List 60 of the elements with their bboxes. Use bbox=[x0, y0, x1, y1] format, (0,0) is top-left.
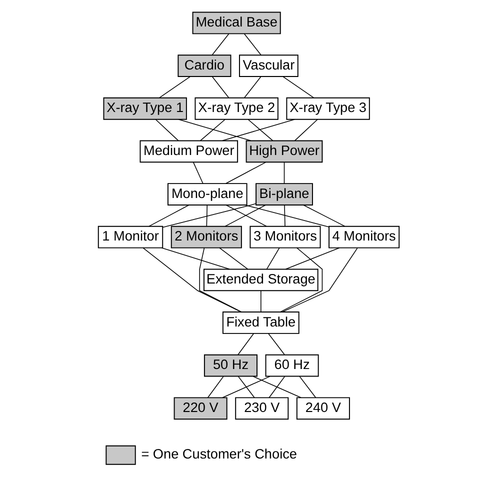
connector bbox=[212, 33, 230, 56]
node-box: 50 Hz bbox=[204, 354, 258, 377]
connector bbox=[284, 204, 286, 227]
connector bbox=[222, 376, 270, 398]
connector bbox=[244, 76, 262, 98]
connector bbox=[162, 203, 256, 228]
connector bbox=[280, 248, 323, 312]
connector bbox=[192, 162, 204, 184]
connector bbox=[238, 333, 254, 356]
connector bbox=[222, 119, 296, 142]
connector bbox=[244, 33, 262, 56]
connector bbox=[155, 119, 179, 142]
connector bbox=[252, 376, 302, 398]
connector bbox=[268, 376, 286, 398]
node-box: Cardio bbox=[178, 54, 232, 77]
connector bbox=[282, 76, 314, 98]
node-box: 3 Monitors bbox=[250, 226, 321, 248]
legend-label: = One Customer's Choice bbox=[141, 446, 297, 462]
node-box: Mono-plane bbox=[167, 183, 248, 206]
connector bbox=[206, 204, 208, 227]
connector bbox=[142, 248, 242, 312]
connector bbox=[200, 119, 226, 142]
node-box: Extended Storage bbox=[203, 268, 318, 292]
connector bbox=[294, 119, 318, 142]
connector bbox=[161, 247, 230, 270]
node-box: Bi-plane bbox=[256, 183, 313, 206]
connector bbox=[158, 76, 190, 98]
connector bbox=[303, 204, 346, 227]
node-box: 1 Monitor bbox=[98, 226, 164, 248]
node-box: 4 Monitors bbox=[328, 226, 400, 248]
connector bbox=[282, 248, 358, 312]
node-box: 220 V bbox=[174, 397, 228, 420]
node-box: High Power bbox=[246, 140, 323, 163]
connector bbox=[199, 248, 242, 312]
connector bbox=[207, 376, 224, 398]
connector bbox=[212, 76, 230, 98]
connector bbox=[266, 248, 280, 270]
connector bbox=[299, 376, 316, 398]
connector bbox=[284, 162, 285, 184]
connector bbox=[248, 119, 274, 142]
connector bbox=[268, 333, 285, 356]
node-box: Medical Base bbox=[192, 12, 281, 34]
node-box: 60 Hz bbox=[265, 354, 319, 377]
node-box: X-ray Type 3 bbox=[286, 97, 370, 120]
node-box: Vascular bbox=[239, 54, 298, 77]
connector bbox=[244, 204, 330, 228]
connector bbox=[219, 248, 248, 270]
connector bbox=[260, 290, 262, 312]
node-box: X-ray Type 1 bbox=[103, 97, 187, 120]
node-box: 240 V bbox=[296, 397, 350, 420]
node-box: Fixed Table bbox=[222, 312, 300, 334]
connector bbox=[148, 204, 190, 227]
connector bbox=[238, 376, 255, 398]
node-box: 230 V bbox=[235, 397, 289, 420]
node-box: X-ray Type 2 bbox=[194, 97, 278, 120]
connector bbox=[285, 247, 340, 270]
node-box: 2 Monitors bbox=[170, 226, 242, 248]
connector bbox=[178, 119, 252, 142]
connector bbox=[225, 162, 266, 184]
node-box: Medium Power bbox=[140, 140, 238, 163]
